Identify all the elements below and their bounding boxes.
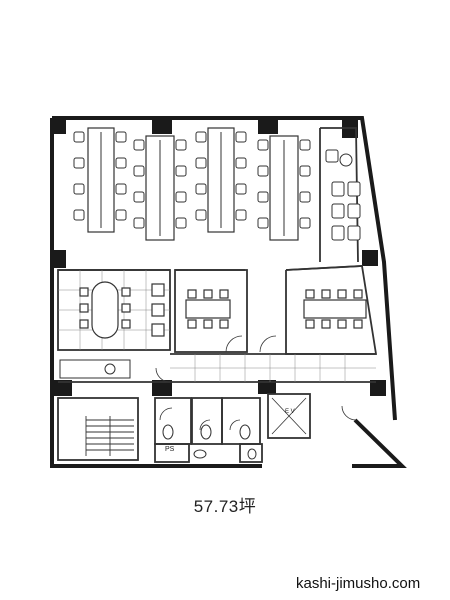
ps-room-label: PS [165,446,175,453]
elevator-shaft [271,397,307,435]
door-swings [155,335,357,431]
middle-meeting-table [185,289,231,329]
lounge-chairs [325,149,361,241]
interior-walls [57,127,378,463]
kitchenette [59,359,131,379]
elevator-label: E V [285,409,295,415]
desk-dividers [100,132,285,236]
floor-area-label: 57.73坪 [193,497,257,516]
toilet-fixtures [162,424,257,460]
office-chairs [73,131,311,229]
oval-meeting-table [79,281,165,339]
site-url-label: kashi-jimusho.com [296,575,421,592]
structural-columns [52,118,386,396]
staircase [85,416,134,456]
right-meeting-table [303,289,367,329]
outer-walls [50,116,407,468]
